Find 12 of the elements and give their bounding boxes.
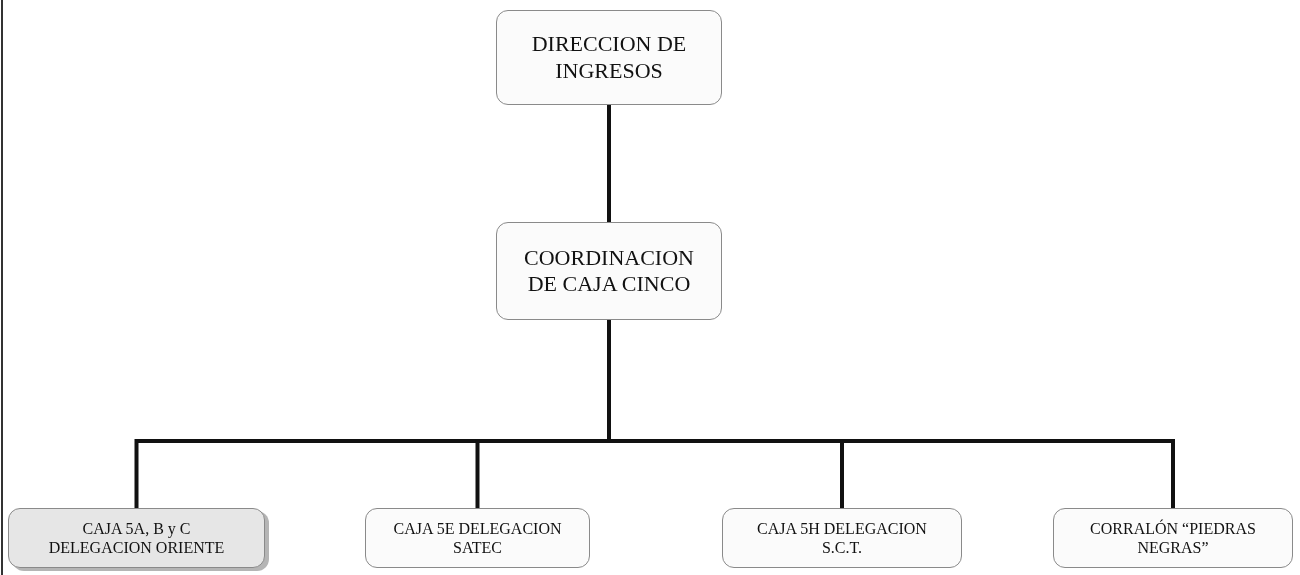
org-unit-box	[496, 10, 722, 105]
unit-name: CAJA 5H DELEGACION S.C.T.	[756, 518, 928, 558]
unit-name: COORDINACION DE CAJA CINCO	[523, 244, 695, 298]
unit-name: DIRECCION DE INGRESOS	[530, 31, 688, 84]
unit-name: CAJA 5A, B y C DELEGACION ORIENTE	[47, 518, 226, 558]
org-unit-box	[365, 508, 590, 568]
unit-name: CAJA 5E DELEGACION SATEC	[392, 518, 563, 558]
org-unit-box	[1053, 508, 1293, 568]
org-unit-box	[722, 508, 962, 568]
unit-name: CORRALÓN “PIEDRAS NEGRAS”	[1089, 518, 1257, 558]
org-unit-box	[496, 222, 722, 320]
connector-line	[607, 105, 611, 222]
